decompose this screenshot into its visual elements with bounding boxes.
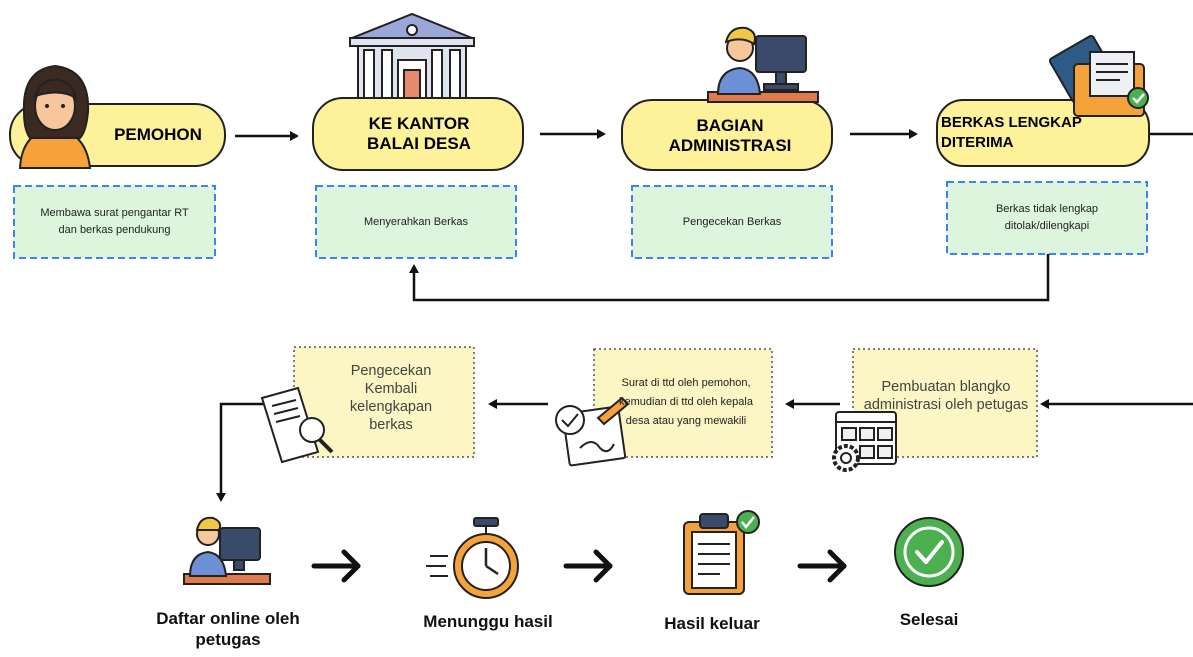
chevron-arrow-1 — [311, 549, 361, 583]
note-text-3: Pengecekan Berkas — [682, 215, 782, 228]
admin-desk-icon-2 — [183, 516, 271, 585]
note-text-2: Menyerahkan Berkas — [364, 215, 468, 228]
step-label-kantor: KE KANTOR BALAI DESA — [367, 114, 471, 153]
person-icon — [18, 64, 92, 169]
step-label-pemohon: PEMOHON — [114, 125, 202, 144]
chevron-arrow-2 — [563, 549, 613, 583]
check-circle-icon — [894, 517, 964, 587]
step-label-admin: BAGIAN ADMINISTRASI — [668, 116, 792, 155]
step-label-menunggu: Menunggu hasil — [423, 611, 553, 631]
note-box-3 — [631, 185, 833, 259]
note-text-ttd: Surat di ttd oleh pemohon, kemudian di t… — [619, 376, 753, 427]
chevron-arrow-3 — [797, 549, 847, 583]
note-text-1: Membawa surat pengantar RT dan berkas pe… — [40, 207, 189, 236]
building-icon — [349, 12, 475, 99]
step-label-selesai: Selesai — [899, 609, 959, 629]
note-text-pengecekan: Pengecekan Kembali kelengkapan berkas — [349, 363, 433, 433]
step-label-hasil: Hasil keluar — [664, 613, 760, 633]
note-box-1 — [13, 185, 216, 259]
return-loop-arrow — [409, 254, 1050, 302]
folder-check-icon — [1048, 34, 1149, 117]
arrow-down-to-row3 — [216, 402, 270, 502]
admin-desk-icon — [707, 26, 819, 103]
note-box-2 — [315, 185, 517, 259]
document-search-icon — [260, 386, 334, 464]
note-text-blangko: Pembuatan blangko administrasi oleh petu… — [863, 379, 1029, 413]
note-box-pengecekan — [293, 346, 475, 458]
stopwatch-icon — [426, 517, 519, 599]
note-text-4: Berkas tidak lengkap ditolak/dilengkapi — [995, 203, 1099, 232]
signature-icon — [555, 396, 630, 467]
clipboard-check-icon — [683, 510, 760, 595]
note-box-4 — [946, 181, 1148, 255]
step-label-daftar: Daftar online oleh petugas — [156, 609, 300, 649]
form-gear-icon — [832, 411, 897, 472]
step-label-berkas: BERKAS LENGKAP DITERIMA — [941, 114, 1082, 151]
